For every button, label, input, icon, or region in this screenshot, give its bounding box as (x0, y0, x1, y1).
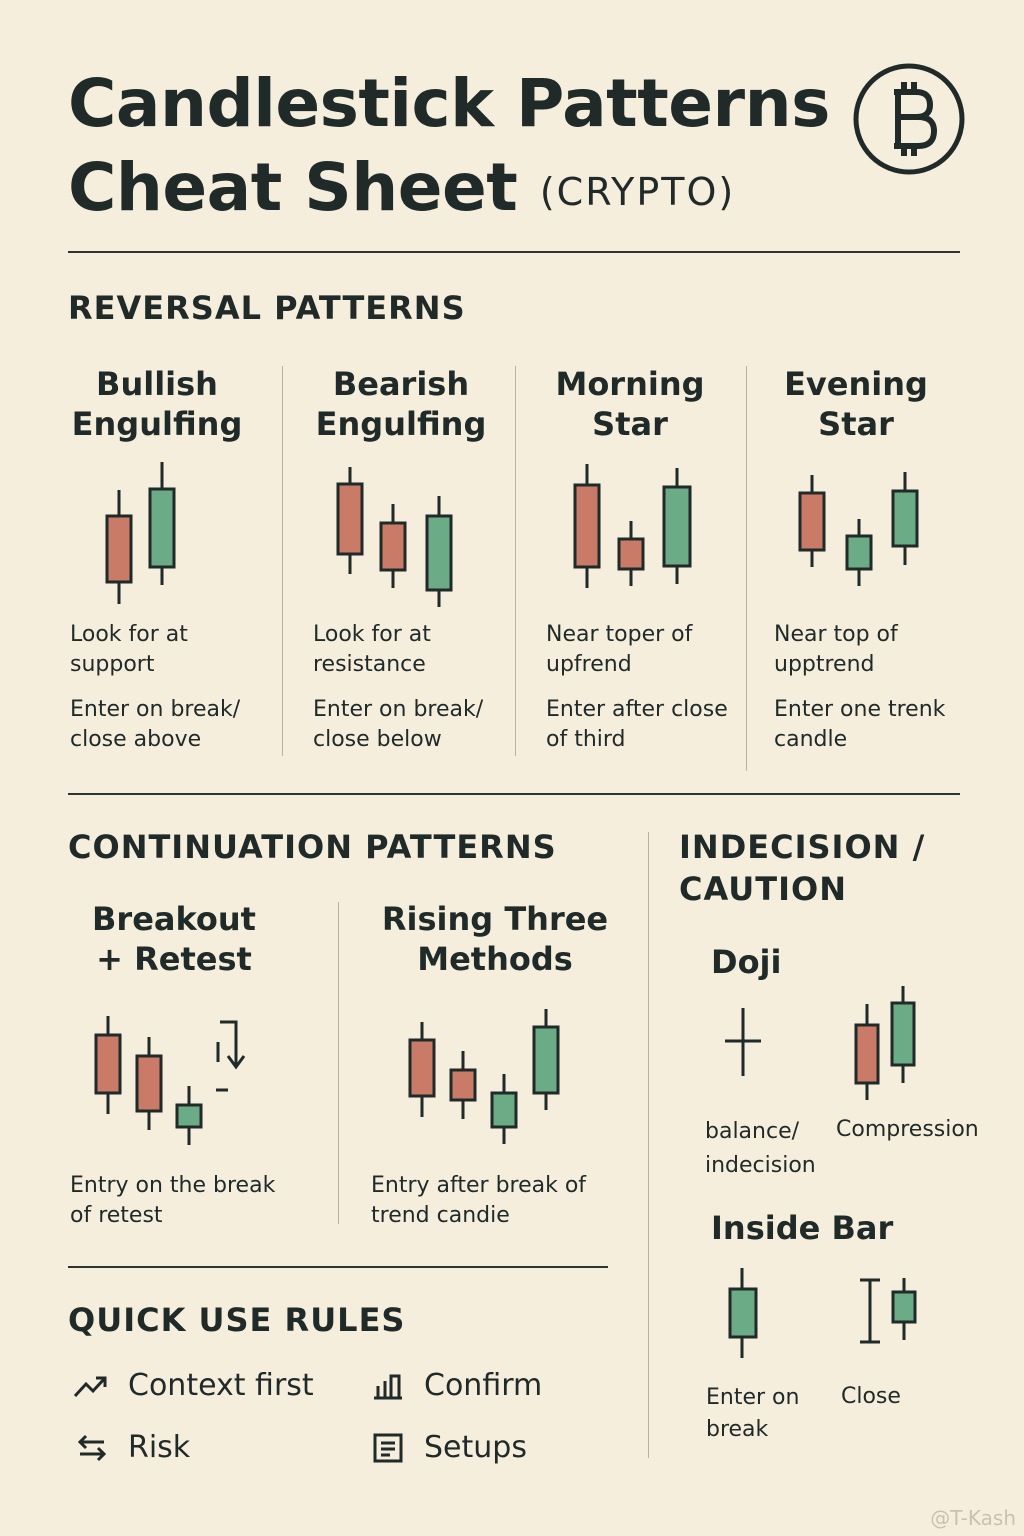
column-divider (515, 366, 516, 756)
pattern-title-bearish-engulfing: Bearish Engulfing (315, 365, 487, 443)
pattern-title-rising-three: Rising Three Methods (381, 900, 609, 978)
candle-bearish (617, 521, 645, 586)
note-morning-entry: Enter after close of third (546, 697, 728, 752)
doji-title: Doji (711, 943, 782, 981)
bar-chart-icon (374, 1374, 402, 1400)
bitcoin-icon (853, 63, 965, 175)
candle-bearish (573, 464, 601, 588)
candle-bearish (379, 504, 407, 588)
indecision-heading: INDECISION / CAUTION (679, 826, 925, 910)
candle-bullish (728, 1268, 758, 1358)
pattern-title-evening-star: Evening Star (784, 365, 928, 443)
note-bullish-location: Look for at support (70, 622, 188, 677)
note-evening-location: Near top of upptrend (774, 622, 898, 677)
rule-setups-label: Setups (424, 1430, 527, 1465)
trend-line-icon (73, 1376, 107, 1398)
note-inside-bar-close: Close (841, 1384, 901, 1409)
inside-bar-title: Inside Bar (711, 1209, 894, 1247)
pattern-title-bullish-engulfing: Bullish Engulfing (71, 365, 243, 443)
candle-bearish (798, 475, 826, 567)
title-line-1: Candlestick Patterns (68, 65, 830, 142)
note-evening-entry: Enter one trenk candle (774, 697, 946, 752)
title-line-2: Cheat Sheet (CRYPTO) (68, 146, 830, 234)
column-divider (338, 902, 339, 1224)
rule-context-first-label: Context first (128, 1368, 314, 1403)
note-bullish-entry: Enter on break/ close above (70, 697, 241, 752)
note-compression: Compression (836, 1117, 979, 1142)
candle-bearish (449, 1051, 477, 1119)
header-divider (68, 251, 960, 253)
rules-divider (68, 1266, 608, 1268)
candle-bullish (890, 986, 916, 1083)
pattern-title-morning-star: Morning Star (555, 365, 705, 443)
candle-bearish (94, 1016, 122, 1114)
candle-bullish (845, 519, 873, 586)
note-bearish-entry: Enter on break/ close below (313, 697, 484, 752)
note-doji: balance/ indecision (705, 1119, 816, 1178)
range-bracket-icon (860, 1278, 880, 1344)
candle-bullish (662, 468, 692, 584)
title-line-2-main: Cheat Sheet (68, 149, 518, 226)
candle-bullish (532, 1009, 560, 1110)
note-morning-location: Near toper of upfrend (546, 622, 693, 677)
candle-bearish (105, 490, 133, 604)
title-suffix: (CRYPTO) (539, 169, 736, 214)
candle-bearish (336, 467, 364, 574)
candle-bullish (148, 462, 176, 585)
candle-bullish (891, 472, 919, 565)
doji-candle (725, 1008, 761, 1076)
watermark: @T-Kash (930, 1506, 1016, 1530)
rule-risk-label: Risk (128, 1430, 191, 1465)
rule-risk: Risk (76, 1428, 190, 1468)
candle-bullish (891, 1278, 917, 1340)
retest-arrow-icon (216, 1020, 246, 1092)
note-breakout-entry: Entry on the break of retest (70, 1173, 276, 1228)
indecision-divider (648, 832, 649, 1458)
quick-rules-heading: QUICK USE RULES (68, 1301, 406, 1339)
indecision-heading-line-2: CAUTION (679, 870, 847, 908)
continuation-heading: CONTINUATION PATTERNS (68, 828, 557, 866)
candle-bearish (135, 1037, 163, 1130)
list-icon (373, 1433, 403, 1463)
rule-confirm-label: Confirm (424, 1368, 543, 1403)
note-inside-bar-entry: Enter on break (706, 1385, 800, 1442)
reversal-heading: REVERSAL PATTERNS (68, 289, 466, 327)
candle-bullish (175, 1086, 203, 1145)
candle-bearish (854, 1004, 880, 1100)
swap-arrows-icon (77, 1434, 107, 1462)
page-title: Candlestick Patterns Cheat Sheet (CRYPTO… (68, 62, 830, 234)
rule-confirm: Confirm (372, 1366, 542, 1406)
rule-setups: Setups (372, 1428, 527, 1468)
note-bearish-location: Look for at resistance (313, 622, 431, 677)
candle-bullish (425, 496, 453, 607)
column-divider (282, 366, 283, 756)
column-divider (746, 366, 747, 771)
indecision-heading-line-1: INDECISION / (679, 828, 926, 866)
note-rising-three-entry: Entry after break of trend candie (371, 1173, 587, 1228)
candle-bearish (408, 1022, 436, 1117)
section-divider (68, 793, 960, 795)
rule-context-first: Context first (72, 1366, 314, 1406)
pattern-title-breakout-retest: Breakout + Retest (92, 900, 256, 978)
candle-bullish (490, 1074, 518, 1144)
